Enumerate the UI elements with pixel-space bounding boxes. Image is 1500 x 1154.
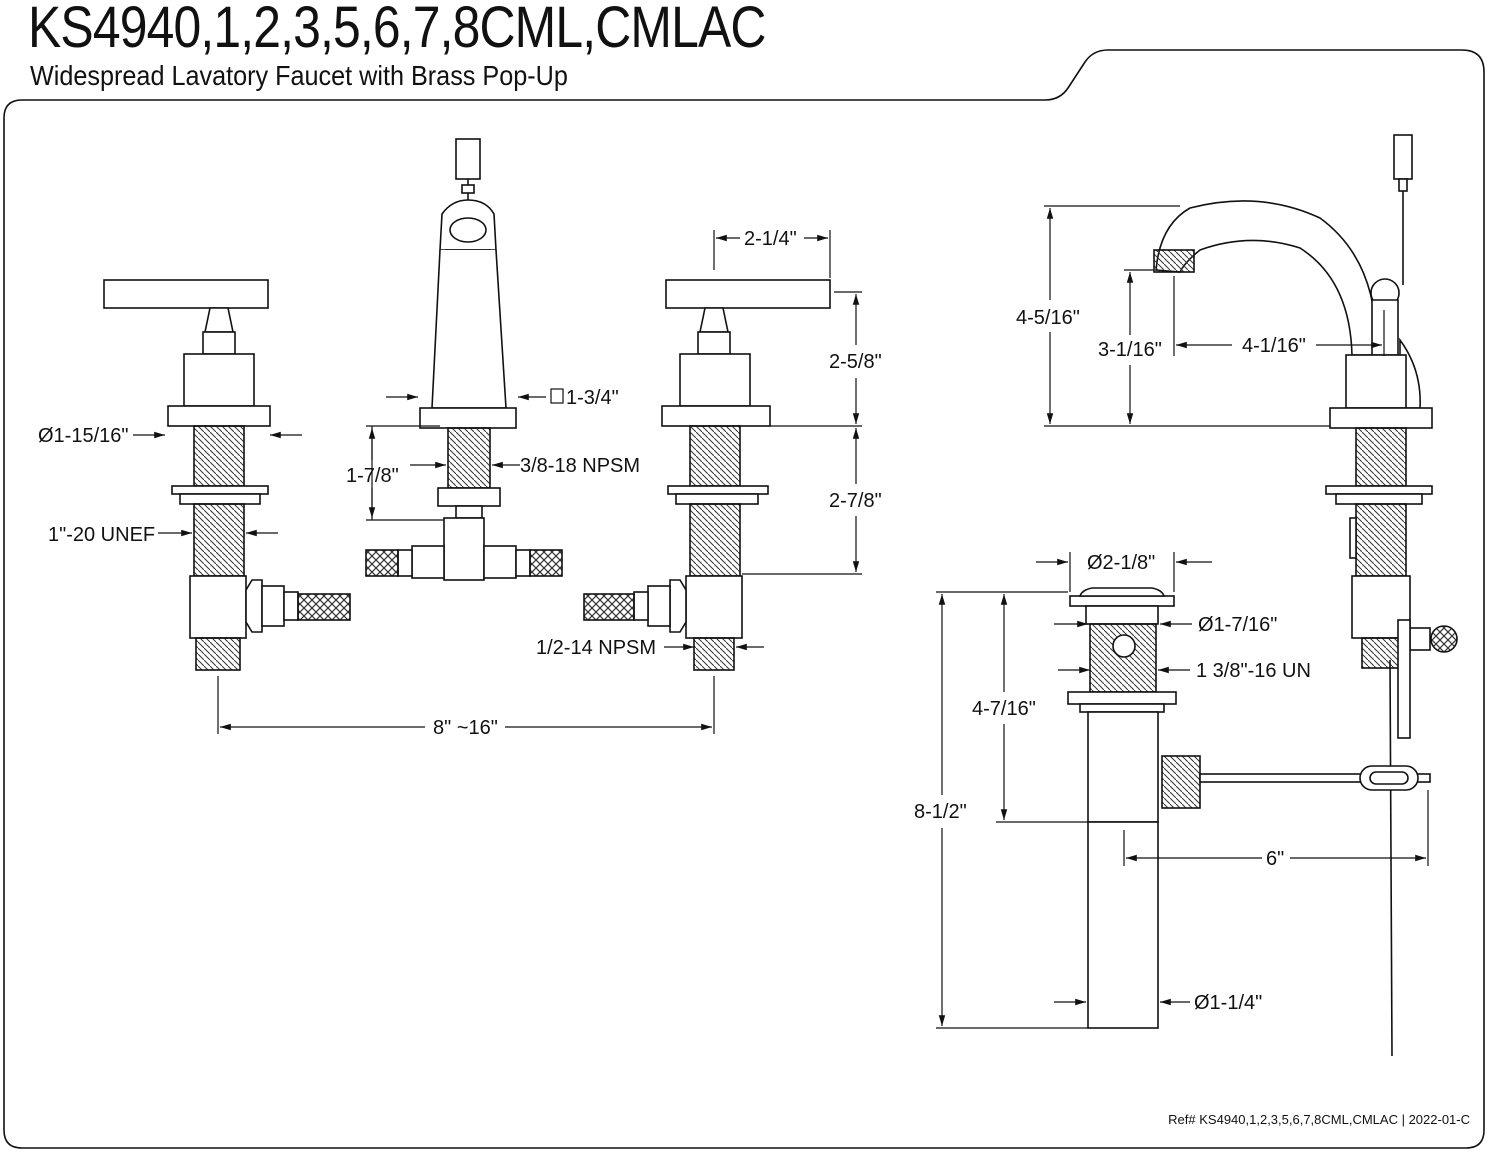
- dim-dia-1-1-4: Ø1-1/4": [1194, 992, 1262, 1014]
- popup-drain: [1067, 587, 1431, 1029]
- page-title: KS4940,1,2,3,5,6,7,8CML,CMLAC: [28, 0, 766, 60]
- right-handle-valve: [583, 279, 831, 671]
- dim-1-7-8: 1-7/8": [346, 465, 399, 487]
- dimension-lines: [133, 205, 1429, 1029]
- dim-2-7-8: 2-7/8": [829, 490, 882, 512]
- dim-2-5-8: 2-5/8": [829, 351, 882, 373]
- dim-4-5-16: 4-5/16": [1016, 307, 1080, 329]
- drawing-frame: [3, 49, 1485, 1149]
- spout-side-view: [1153, 134, 1458, 1057]
- dim-dia-1-7-16: Ø1-7/16": [1198, 614, 1277, 636]
- dim-square-1-3-4: 1-3/4": [566, 387, 619, 409]
- spout-front-view: [365, 138, 563, 581]
- dim-dia-1-15-16: Ø1-15/16": [38, 425, 129, 447]
- dim-spread: 8" ~16": [433, 717, 498, 739]
- dim-reach-4-1-16: 4-1/16": [1242, 335, 1306, 357]
- reference-footer: Ref# KS4940,1,2,3,5,6,7,8CML,CMLAC | 202…: [1168, 1112, 1470, 1127]
- dim-2-1-4: 2-1/4": [744, 228, 797, 250]
- dim-npsm-3-8: 3/8-18 NPSM: [520, 455, 640, 477]
- left-handle-valve: [103, 279, 351, 671]
- dimension-labels: Ø1-15/16" 1"-20 UNEF 1-7/8" 3/8-18 NPSM …: [38, 228, 1311, 1014]
- dim-6: 6": [1266, 848, 1284, 870]
- dim-unef: 1"-20 UNEF: [48, 524, 155, 546]
- dim-un-1-3-8: 1 3/8"-16 UN: [1196, 660, 1311, 682]
- dim-4-7-16: 4-7/16": [972, 698, 1036, 720]
- square-symbol-icon: [550, 388, 564, 404]
- page-subtitle: Widespread Lavatory Faucet with Brass Po…: [30, 60, 568, 91]
- dim-8-1-2: 8-1/2": [914, 801, 967, 823]
- dim-3-1-16: 3-1/16": [1098, 339, 1162, 361]
- dim-dia-2-1-8: Ø2-1/8": [1087, 552, 1155, 574]
- dim-npsm-1-2: 1/2-14 NPSM: [536, 637, 656, 659]
